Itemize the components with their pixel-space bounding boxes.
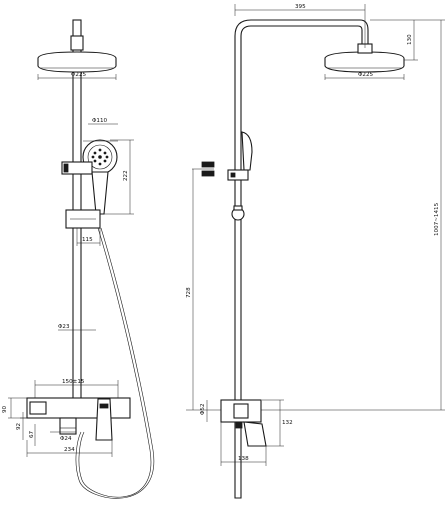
pipe-diameter-label: Φ23 [58, 324, 70, 330]
hand-shower-nozzles [91, 148, 109, 166]
mixer-offset-a-label: 92 [16, 423, 22, 430]
head-drop-label: 130 [407, 34, 413, 45]
arm-length-label: 395 [295, 4, 306, 10]
front-head-diameter-label: Φ225 [71, 72, 87, 78]
mixer-height-label: 90 [2, 405, 8, 413]
side-hand-shower [241, 131, 253, 171]
hand-shower-diameter-label: Φ110 [92, 118, 108, 124]
front-shower-head [37, 51, 117, 73]
side-head-diameter-label: Φ225 [358, 72, 374, 78]
total-height-label: 1007~1415 [434, 202, 440, 236]
side-mixer-handle [243, 421, 267, 447]
inlet-spacing-label: 150±15 [62, 379, 85, 385]
wall-bracket [201, 161, 215, 168]
hand-shower-handle [91, 171, 109, 215]
mixer-depth-label: 132 [282, 420, 293, 426]
slide-bracket [61, 161, 93, 175]
shower-hose [78, 227, 152, 498]
mixer-offset-b-label: 67 [29, 430, 35, 438]
side-slide-bracket [227, 169, 249, 181]
side-mixer-knob [233, 403, 249, 419]
mixer-width-side-label: 138 [238, 456, 249, 462]
hand-shower-height-label: 222 [123, 170, 129, 181]
front-spout [59, 417, 77, 435]
mixer-width-label: 234 [64, 447, 75, 453]
front-view: Φ225 Φ110 222 [2, 19, 155, 499]
side-shower-head [324, 51, 405, 73]
bracket-distance-label: 728 [186, 287, 192, 298]
inlet-diameter-label: Φ52 [200, 403, 206, 415]
side-view: Φ225 395 130 1007~1415 728 [186, 4, 445, 499]
front-top-cap [70, 35, 84, 51]
front-left-inlet [29, 401, 47, 415]
hand-shower-offset-label: 115 [82, 237, 93, 243]
spout-diameter-label: Φ24 [60, 436, 72, 442]
